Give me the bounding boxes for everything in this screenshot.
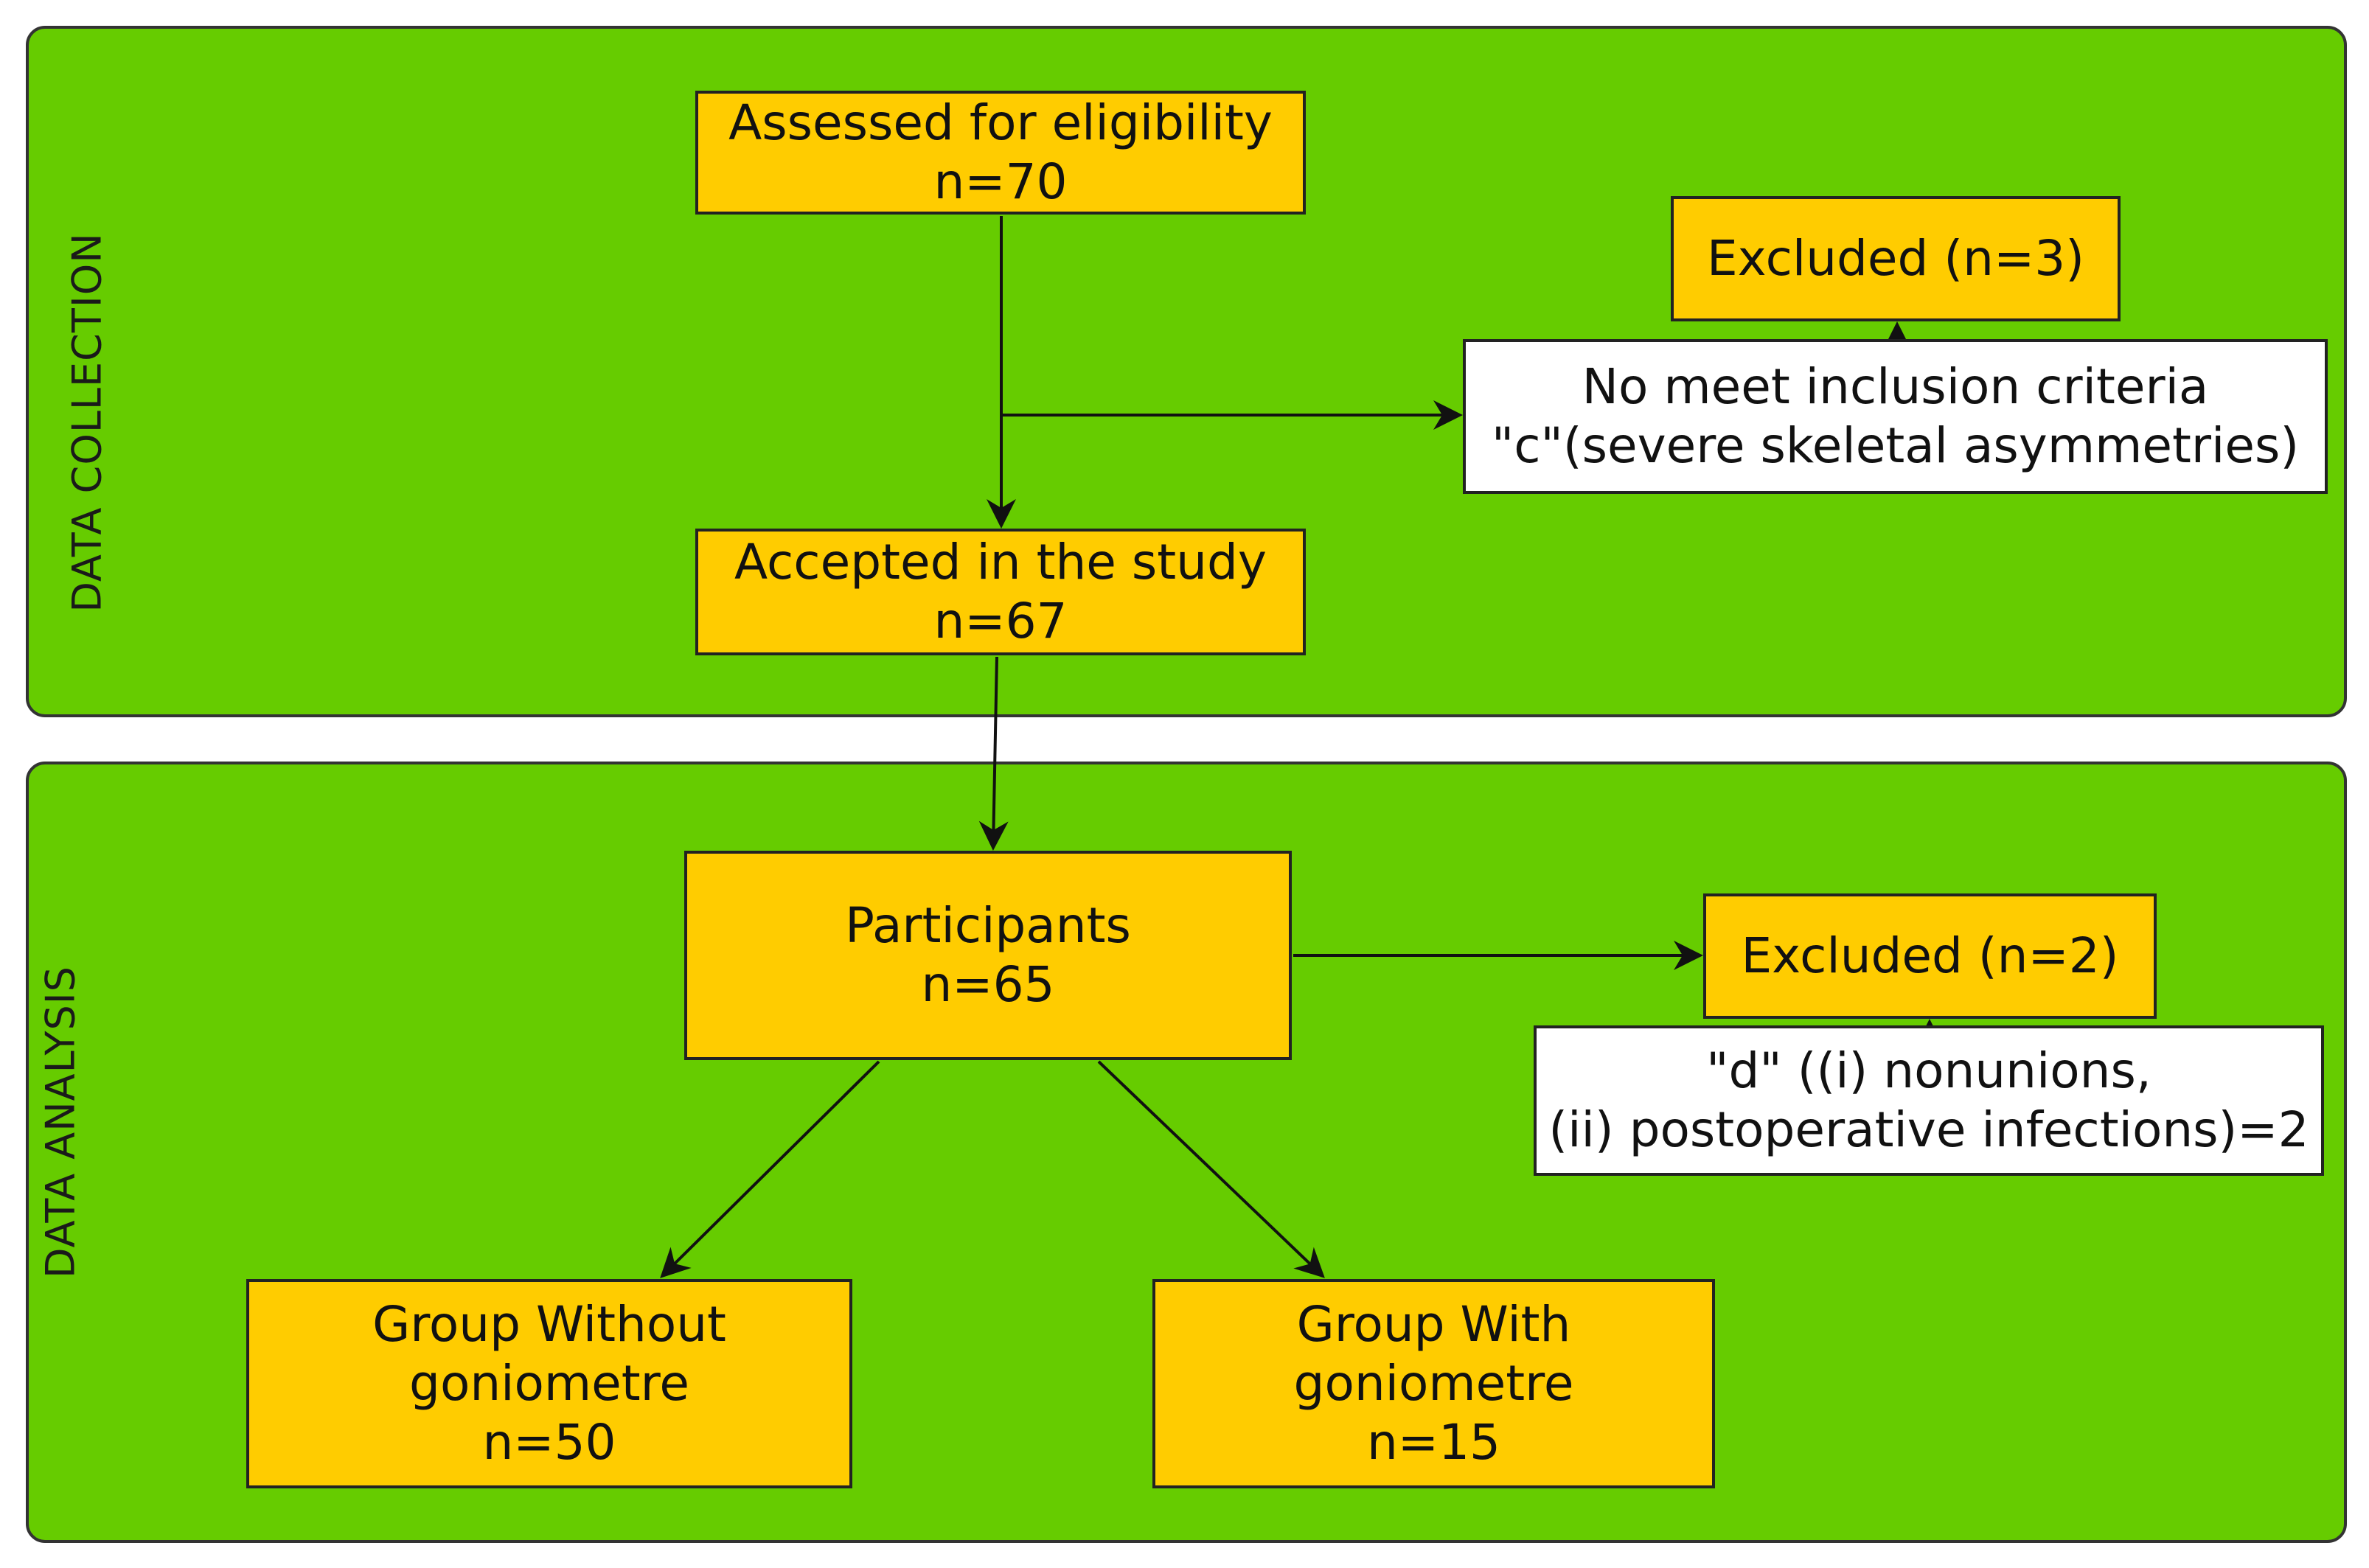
group-without-goniometre-box: Group Without goniometre n=50: [246, 1279, 852, 1488]
assessed-count: n=70: [933, 153, 1068, 210]
group-without-title: Group Without: [372, 1296, 726, 1353]
accepted-title: Accepted in the study: [734, 534, 1267, 590]
exclusion-criteria-analysis-box: "d" ((i) nonunions, (ii) postoperative i…: [1534, 1025, 2324, 1176]
data-analysis-label: DATA ANALYSIS: [37, 966, 84, 1278]
criteria-analysis-line2: (ii) postoperative infections)=2: [1548, 1101, 2309, 1158]
assessed-for-eligibility-box: Assessed for eligibility n=70: [695, 91, 1306, 215]
criteria-analysis-line1: "d" ((i) nonunions,: [1706, 1042, 2151, 1099]
group-with-subtitle: goniometre: [1293, 1355, 1574, 1412]
excluded-analysis-box: Excluded (n=2): [1703, 893, 2157, 1019]
group-without-count: n=50: [482, 1414, 616, 1471]
accepted-in-study-box: Accepted in the study n=67: [695, 529, 1306, 655]
group-without-subtitle: goniometre: [409, 1355, 689, 1412]
participants-count: n=65: [921, 956, 1055, 1013]
excluded-collection-box: Excluded (n=3): [1671, 196, 2121, 321]
group-with-count: n=15: [1366, 1414, 1501, 1471]
assessed-title: Assessed for eligibility: [728, 94, 1273, 151]
group-with-title: Group With: [1296, 1296, 1571, 1353]
group-with-goniometre-box: Group With goniometre n=15: [1152, 1279, 1715, 1488]
criteria-collection-line2: "c"(severe skeletal asymmetries): [1491, 417, 2300, 474]
participants-box: Participants n=65: [684, 851, 1292, 1060]
criteria-collection-line1: No meet inclusion criteria: [1582, 358, 2209, 415]
accepted-count: n=67: [933, 593, 1068, 649]
exclusion-criteria-collection-box: No meet inclusion criteria "c"(severe sk…: [1463, 339, 2328, 494]
data-collection-label: DATA COLLECTION: [63, 232, 111, 613]
excluded-analysis-text: Excluded (n=2): [1741, 927, 2119, 984]
participants-title: Participants: [845, 897, 1131, 954]
excluded-collection-text: Excluded (n=3): [1706, 230, 2085, 287]
